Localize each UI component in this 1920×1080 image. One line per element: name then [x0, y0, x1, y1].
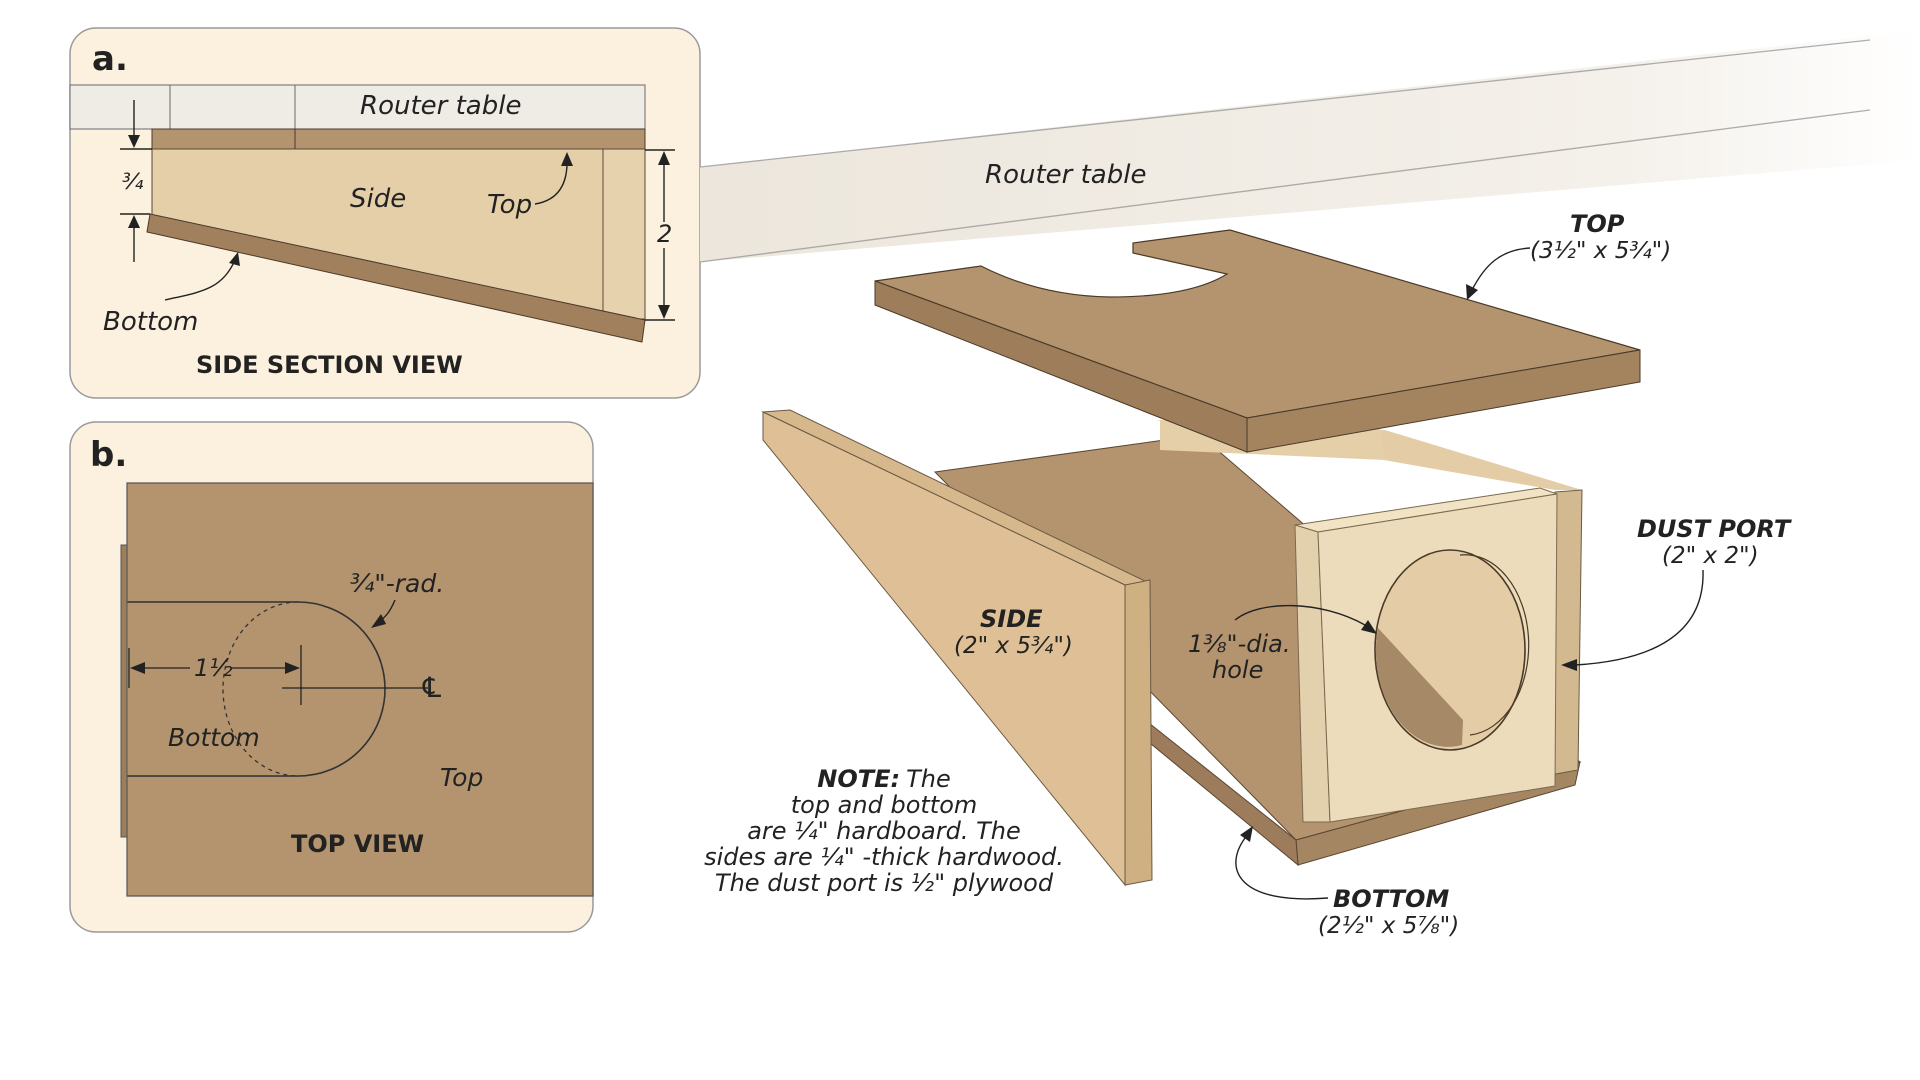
dust-port-part-size: (2" x 2")	[1662, 543, 1759, 569]
panel-b-radius-label: ¾"-rad.	[350, 569, 444, 598]
router-table-edge-bottom	[699, 109, 1871, 263]
note-line2: top and bottom	[791, 791, 978, 819]
hole-label-line1: 1⅜"-dia.	[1188, 630, 1290, 658]
note-line5: The dust port is ½" plywood	[715, 869, 1054, 897]
panel-a-dim-arrow-up	[128, 215, 140, 228]
panel-a-top-arrowhead	[561, 152, 573, 166]
side-part-size: (2" x 5¾")	[954, 633, 1073, 659]
note-line4: sides are ¼" -thick hardwood.	[704, 843, 1064, 871]
main-exploded-view: Router table TOP (3½" x 5¾") SIDE (2" x …	[699, 30, 1920, 939]
bottom-part-leader	[1235, 837, 1329, 900]
note-heading: NOTE:	[817, 765, 900, 793]
panel-a-thickness-label: ¾	[122, 170, 144, 195]
panel-a-top-label: Top	[487, 190, 532, 220]
panel-a-height-dimension	[645, 149, 675, 321]
panel-a-letter: a.	[92, 39, 128, 79]
dust-port-part-name: DUST PORT	[1637, 515, 1792, 543]
panel-a-side-section: a. Router table Side Top Bottom	[69, 27, 701, 399]
note-line1-text: The	[906, 765, 951, 793]
panel-b-top-view: b. ℄ 1½ ¾"-rad. Bottom Top TOP VIEW	[69, 421, 594, 933]
panel-b-offset-label: 1½	[194, 654, 233, 682]
bottom-part-size: (2½" x 5⅞")	[1318, 913, 1459, 939]
panel-b-center-mark	[282, 645, 428, 705]
panel-a-side-label: Side	[350, 184, 406, 214]
panel-b-dim-arrow-left	[130, 662, 145, 674]
panel-a-router-table	[69, 84, 646, 130]
panel-b-caption: TOP VIEW	[291, 830, 424, 858]
panel-b-top-label: Top	[440, 763, 483, 792]
top-board-left-edge	[874, 280, 1248, 453]
hole-arrowhead	[1361, 620, 1377, 634]
panel-b-centerline-symbol: ℄	[422, 671, 441, 704]
dust-port-arrowhead	[1561, 659, 1577, 671]
left-side-end-edge	[1124, 579, 1153, 886]
panel-a-caption: SIDE SECTION VIEW	[196, 351, 463, 379]
note-line3: are ¼" hardboard. The	[747, 817, 1021, 845]
panel-a-dim-arrow-top	[658, 151, 670, 165]
top-board-top-face	[874, 229, 1641, 419]
router-table-edge-top	[699, 39, 1871, 168]
panel-b-bottom-board	[127, 602, 385, 776]
panel-b-dust-port-edge	[120, 544, 128, 838]
top-part-name: TOP	[1570, 210, 1625, 238]
panel-b-radius-arrowhead	[371, 614, 386, 628]
panel-a-bottom-board	[146, 213, 646, 343]
panel-b-bottom-label: Bottom	[168, 723, 260, 752]
dust-port-leader	[1574, 569, 1704, 666]
panel-a-bottom-label: Bottom	[103, 307, 198, 337]
bottom-part-name: BOTTOM	[1333, 885, 1449, 913]
panel-a-top-board	[151, 128, 646, 150]
dust-port-hole-inner	[1459, 554, 1530, 736]
panel-a-dim-arrow-bottom	[658, 305, 670, 319]
panel-b-offset-dimension	[128, 648, 290, 688]
panel-b-letter: b.	[90, 435, 127, 475]
hole-label-line2: hole	[1212, 656, 1263, 684]
router-table-slab	[700, 30, 1920, 262]
side-part-name: SIDE	[980, 605, 1043, 633]
note-line1: NOTE:The	[817, 765, 951, 793]
panel-a-height-label: 2	[657, 220, 672, 248]
panel-a-bottom-arrowhead	[229, 252, 240, 266]
panel-b-hidden-hole	[222, 601, 299, 777]
panel-a-bottom-leader	[164, 259, 236, 301]
panel-a-router-table-label: Router table	[360, 91, 521, 121]
panel-a-thickness-dimension	[120, 100, 152, 262]
top-part-size: (3½" x 5¾")	[1530, 238, 1671, 264]
panel-a-dust-port	[602, 148, 646, 320]
top-part-arrowhead	[1466, 284, 1478, 300]
dust-port-hole-shadow	[1375, 628, 1463, 747]
panel-a-dim-arrow-down	[128, 135, 140, 148]
panel-b-slot-edge	[127, 601, 386, 777]
bottom-part-arrowhead	[1240, 826, 1253, 842]
note-block: NOTE:The top and bottom are ¼" hardboard…	[704, 765, 1064, 897]
router-table-label: Router table	[985, 160, 1146, 190]
top-part-leader	[1471, 247, 1531, 291]
panel-b-dim-arrow-right	[285, 662, 300, 674]
hole-leader	[1234, 604, 1366, 626]
